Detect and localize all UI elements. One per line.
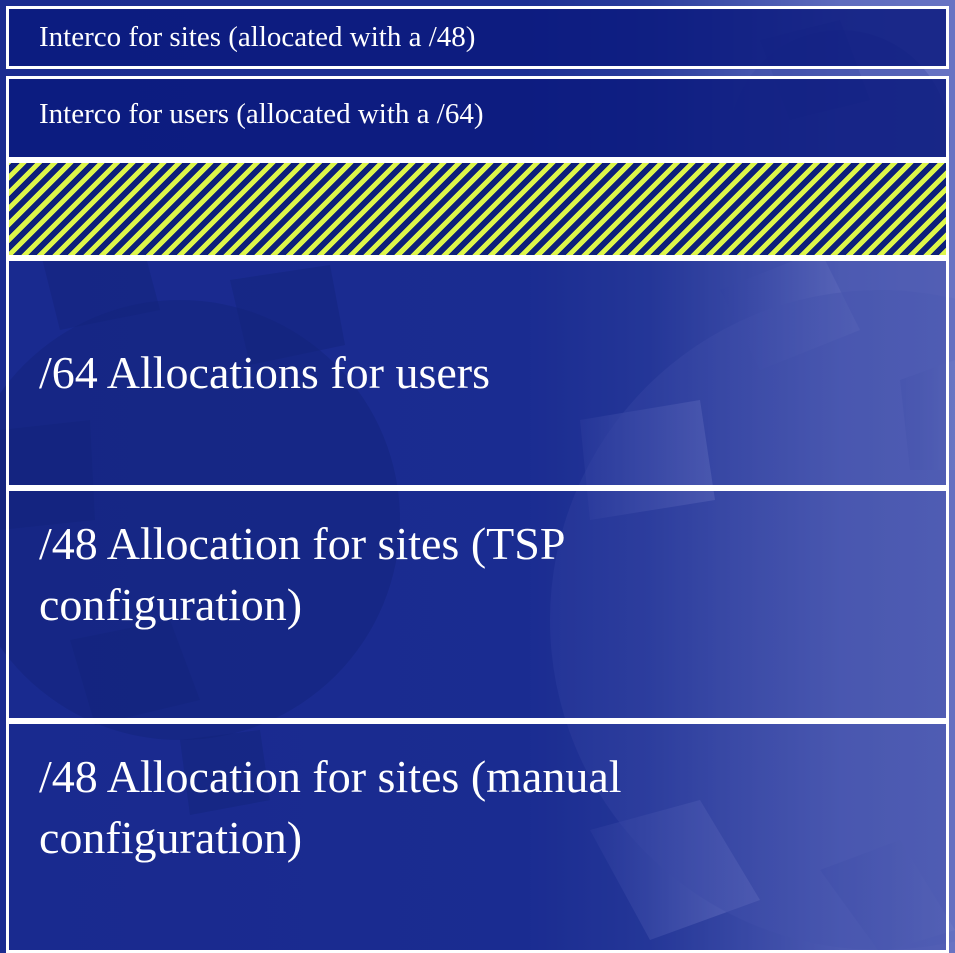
band-sites-manual-label: /48 Allocation for sites (manual configu… bbox=[39, 751, 622, 864]
band-hatched-reserved bbox=[6, 160, 949, 258]
band-interco-sites: Interco for sites (allocated with a /48) bbox=[6, 6, 949, 69]
band-sites-tsp: /48 Allocation for sites (TSP configurat… bbox=[6, 488, 949, 721]
band-sites-manual: /48 Allocation for sites (manual configu… bbox=[6, 721, 949, 953]
band-interco-users: Interco for users (allocated with a /64) bbox=[6, 76, 949, 160]
band-interco-sites-label: Interco for sites (allocated with a /48) bbox=[39, 21, 476, 53]
band-sites-tsp-label: /48 Allocation for sites (TSP configurat… bbox=[39, 518, 564, 631]
band-interco-users-label: Interco for users (allocated with a /64) bbox=[39, 97, 484, 130]
band-users-64-label: /64 Allocations for users bbox=[39, 347, 490, 399]
band-users-64: /64 Allocations for users bbox=[6, 258, 949, 488]
